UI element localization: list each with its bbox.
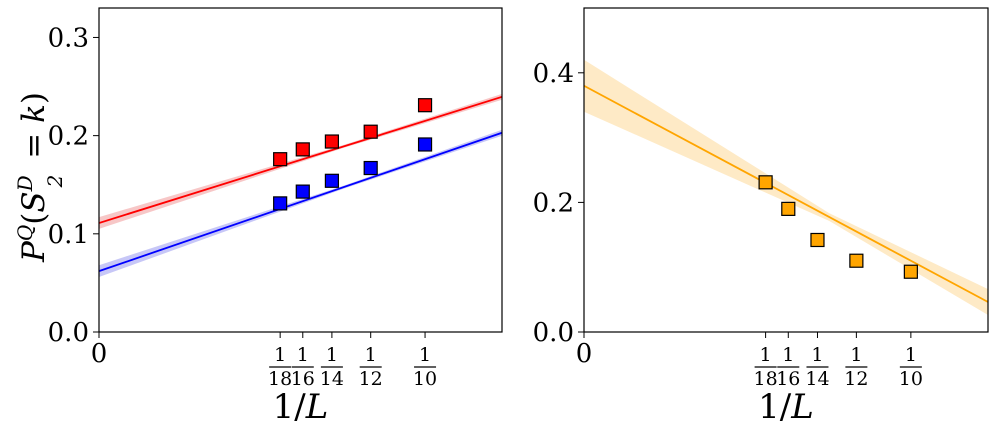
- data-point-blue: [324, 173, 339, 188]
- fraction-denominator: 16: [776, 368, 800, 390]
- fraction-denominator: 14: [320, 368, 344, 390]
- x-tick-label-fraction: 114: [320, 344, 344, 390]
- fraction-numerator: 1: [297, 344, 309, 366]
- axes-frame: [98, 7, 503, 333]
- x-tick-label: 0: [576, 339, 593, 369]
- plot-area: [99, 93, 502, 277]
- fraction-denominator: 10: [899, 368, 923, 390]
- data-point-orange: [781, 201, 796, 216]
- fraction-denominator: 18: [268, 368, 292, 390]
- fraction-denominator: 12: [359, 368, 383, 390]
- x-tick-label-fraction: 112: [359, 344, 383, 390]
- fraction-denominator: 14: [805, 368, 829, 390]
- data-point-red: [295, 142, 310, 157]
- data-point-orange: [810, 232, 825, 248]
- fraction-numerator: 1: [760, 344, 772, 366]
- axes-frame: [583, 7, 989, 333]
- fraction-numerator: 1: [419, 344, 431, 366]
- data-point-blue: [417, 137, 433, 152]
- fit-line-blue: [99, 131, 502, 272]
- data-point-red: [363, 124, 378, 139]
- confidence-band-red: [99, 93, 502, 229]
- x-axis-label: 1/L: [758, 387, 814, 427]
- data-point-blue: [273, 196, 288, 211]
- x-tick-label-fraction: 114: [805, 344, 829, 390]
- fraction-denominator: 16: [291, 368, 315, 390]
- y-tick-label: 0.2: [48, 122, 89, 152]
- x-tick-label-fraction: 110: [899, 344, 923, 390]
- fraction-numerator: 1: [850, 344, 862, 366]
- plot-area: [584, 59, 988, 315]
- x-tick-label: 0: [91, 339, 108, 369]
- fit-line-orange: [584, 84, 988, 303]
- fraction-numerator: 1: [274, 344, 286, 366]
- data-point-blue: [363, 160, 378, 176]
- x-tick-label-fraction: 118: [754, 344, 778, 390]
- fit-line-red: [99, 95, 502, 224]
- x-axis-label: 1/L: [273, 387, 329, 427]
- fraction-numerator: 1: [365, 344, 377, 366]
- confidence-band-orange: [584, 59, 988, 315]
- data-point-red: [417, 98, 433, 113]
- x-tick-label-fraction: 118: [268, 344, 292, 390]
- x-tick-label-fraction: 112: [844, 344, 868, 390]
- fraction-numerator: 1: [326, 344, 338, 366]
- fraction-denominator: 18: [754, 368, 778, 390]
- data-point-red: [273, 152, 288, 167]
- data-point-orange: [903, 264, 918, 279]
- data-point-blue: [295, 184, 310, 199]
- y-tick-label: 0.1: [48, 220, 89, 250]
- y-tick-label: 0.3: [48, 23, 89, 53]
- x-tick-label-fraction: 110: [413, 344, 437, 390]
- data-point-orange: [758, 175, 773, 190]
- x-tick-label-fraction: 116: [291, 344, 315, 390]
- y-tick-label: 0.0: [48, 318, 89, 348]
- y-tick-label: 0.0: [533, 318, 574, 348]
- fraction-denominator: 10: [413, 368, 437, 390]
- x-tick-label-fraction: 116: [776, 344, 800, 390]
- fraction-numerator: 1: [782, 344, 794, 366]
- y-tick-label: 0.2: [533, 188, 574, 218]
- data-point-red: [324, 134, 339, 149]
- data-point-orange: [849, 253, 864, 268]
- y-tick-label: 0.4: [533, 59, 574, 89]
- fraction-denominator: 12: [844, 368, 868, 390]
- fraction-numerator: 1: [905, 344, 917, 366]
- fraction-numerator: 1: [811, 344, 823, 366]
